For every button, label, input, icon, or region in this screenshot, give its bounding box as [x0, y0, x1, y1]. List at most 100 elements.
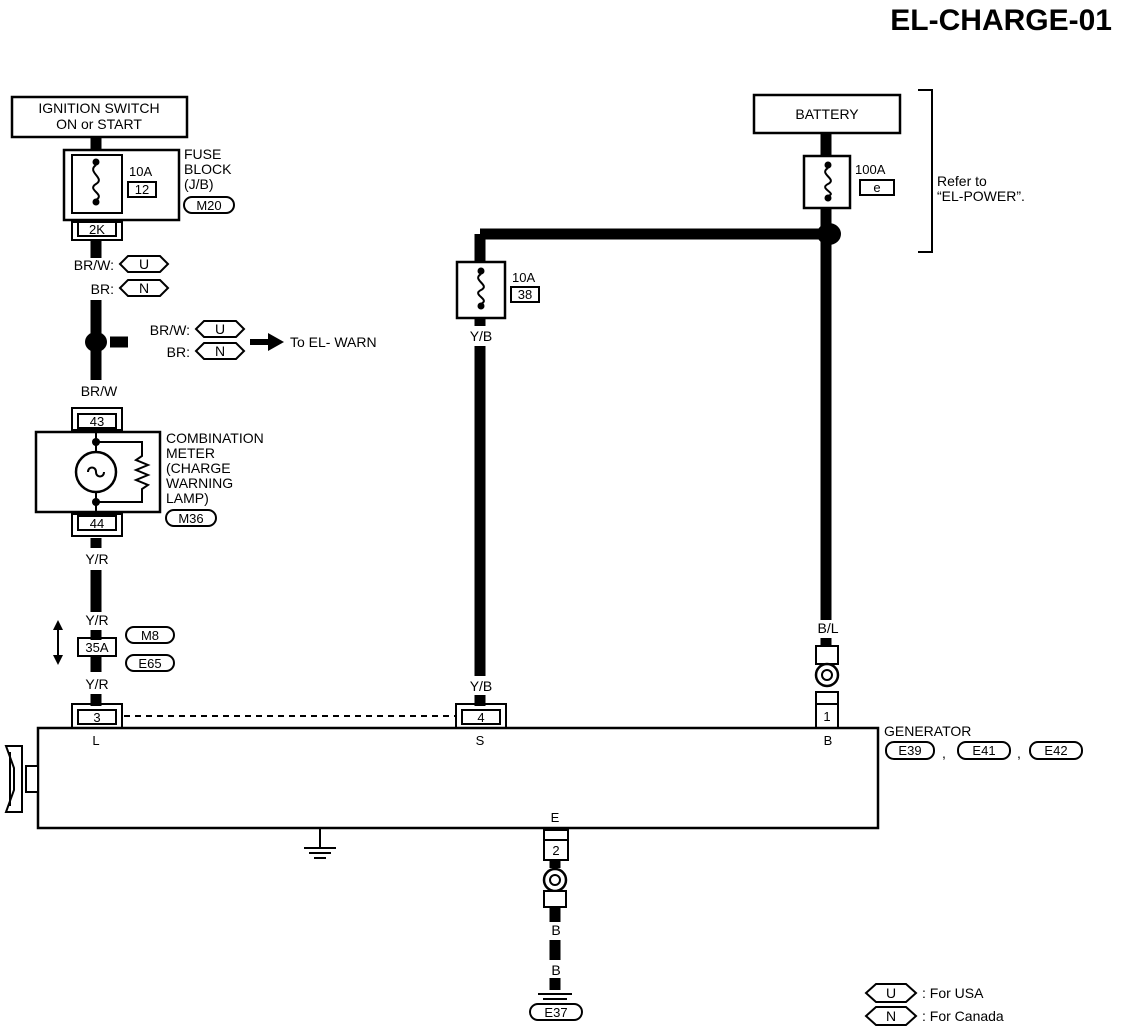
ring-terminal-hole	[821, 669, 833, 681]
terminal-44-outline	[71, 513, 123, 537]
terminal-44-box	[77, 515, 117, 531]
wire-code-yr-2: Y/R	[85, 612, 108, 628]
terminal-43: 43	[90, 414, 104, 429]
sense-fuse-number-box	[510, 286, 540, 303]
generator-label: GENERATOR	[884, 723, 971, 739]
gen-connector-badge-3	[1029, 741, 1083, 760]
junction-connector-badge-2	[125, 654, 175, 672]
gen-connector-badge-1	[885, 741, 935, 760]
fuse-number: 12	[135, 182, 149, 197]
branch-region-badge-n	[194, 342, 246, 360]
terminal-2k-box	[77, 221, 117, 237]
battery-box	[752, 93, 902, 135]
main-fuse-node-top	[824, 161, 832, 169]
terminal-s-number: 4	[477, 710, 484, 725]
branch-code-color-2: BR:	[167, 344, 190, 360]
branch-destination: To EL- WARN	[290, 334, 377, 350]
terminal-43-box	[77, 413, 117, 429]
ground-wire-code-1: B	[551, 922, 560, 938]
ring-terminal-lug	[815, 645, 839, 665]
wire-code-yb-2: Y/B	[470, 678, 493, 694]
branch-code-region-2: N	[215, 343, 225, 359]
meter-connector-badge	[165, 509, 217, 527]
ground-ring-hole	[549, 874, 561, 886]
arrow-down-icon	[53, 655, 63, 665]
fuse-block-connector-badge	[183, 196, 235, 214]
junction-connector-1: M8	[141, 628, 159, 643]
splice-node	[85, 332, 107, 352]
gen-connector-badge-2	[957, 741, 1011, 760]
junction-terminal: 35A	[85, 640, 108, 655]
gen-connector-3: E42	[1044, 743, 1067, 758]
ignition-switch-state: ON or START	[56, 116, 142, 132]
legend-text-u: : For USA	[922, 985, 984, 1001]
wire-code-color-1: BR/W:	[74, 257, 114, 273]
terminal-b-number: 1	[823, 709, 830, 724]
region-badge-n	[118, 279, 170, 297]
arrow-right-icon	[268, 333, 284, 351]
region-badge-u	[118, 255, 170, 273]
wire-code-yr-3: Y/R	[85, 676, 108, 692]
main-fuse-rating: 100A	[855, 162, 886, 177]
sense-fuse-number: 38	[518, 287, 532, 302]
meter-wire-in-code: BR/W	[81, 383, 118, 399]
lamp-filament	[87, 466, 105, 478]
wire-code-yb-1: Y/B	[470, 328, 493, 344]
refer-note-1: Refer to	[937, 173, 987, 189]
wire-code-region-1: U	[139, 256, 149, 272]
fuse-node-bottom	[92, 198, 100, 206]
terminal-e-number: 2	[552, 843, 559, 858]
fuse-number-box	[127, 181, 157, 198]
ignition-switch-label: IGNITION SWITCH	[38, 100, 159, 116]
pulley-shaft	[25, 765, 39, 793]
terminal-44: 44	[90, 516, 104, 531]
gen-connector-sep-2: ,	[1017, 745, 1021, 761]
wire-code-bl: B/L	[817, 620, 838, 636]
legend-text-n: : For Canada	[922, 1008, 1004, 1024]
legend-badge-u	[864, 983, 918, 1003]
gen-connector-1: E39	[898, 743, 921, 758]
meter-label-5: LAMP)	[166, 490, 209, 506]
ground-ring-lug	[543, 890, 567, 908]
fuse-node-top	[92, 158, 100, 166]
fuse-rating: 10A	[129, 164, 152, 179]
terminal-l-number: 3	[93, 710, 100, 725]
sense-fuse-node-bottom	[477, 302, 485, 310]
fuse-block-label-3: (J/B)	[184, 176, 214, 192]
main-fuse-symbol	[824, 167, 832, 197]
terminal-b-name: B	[824, 733, 833, 748]
fuse-block-connector: M20	[196, 198, 221, 213]
terminal-2k: 2K	[89, 222, 105, 237]
arrow-up-icon	[53, 620, 63, 630]
terminal-l-box	[77, 709, 117, 725]
meter-connector: M36	[178, 511, 203, 526]
legend-code-n: N	[886, 1008, 896, 1024]
wire-code-region-2: N	[139, 280, 149, 296]
legend-badge-n	[864, 1006, 918, 1026]
meter-resistor-icon	[96, 441, 151, 503]
page-title: EL-CHARGE-01	[890, 4, 1112, 37]
generator-body	[36, 726, 880, 830]
refer-note-2: “EL-POWER”.	[937, 188, 1025, 204]
wire-code-yr-1: Y/R	[85, 551, 108, 567]
junction-connector-badge-1	[125, 626, 175, 644]
fuse-symbol	[92, 164, 100, 201]
meter-label-4: WARNING	[166, 475, 233, 491]
sense-fuse-node-top	[477, 267, 485, 275]
wire-code-color-2: BR:	[91, 281, 114, 297]
junction-connector-2: E65	[138, 656, 161, 671]
fuse-block-label-2: BLOCK	[184, 161, 232, 177]
sense-fuse-symbol	[477, 273, 485, 305]
refer-bracket	[918, 89, 933, 253]
main-fuse-id: e	[873, 180, 880, 195]
terminal-s-box	[461, 709, 501, 725]
branch-region-badge-u	[194, 320, 246, 338]
main-fuse-id-box	[859, 179, 895, 196]
meter-label-1: COMBINATION	[166, 430, 264, 446]
pulley-icon	[4, 745, 23, 813]
meter-label-2: METER	[166, 445, 215, 461]
branch-code-color-1: BR/W:	[150, 322, 190, 338]
ground-wire-code-2: B	[551, 962, 560, 978]
terminal-43-outline	[71, 407, 123, 431]
